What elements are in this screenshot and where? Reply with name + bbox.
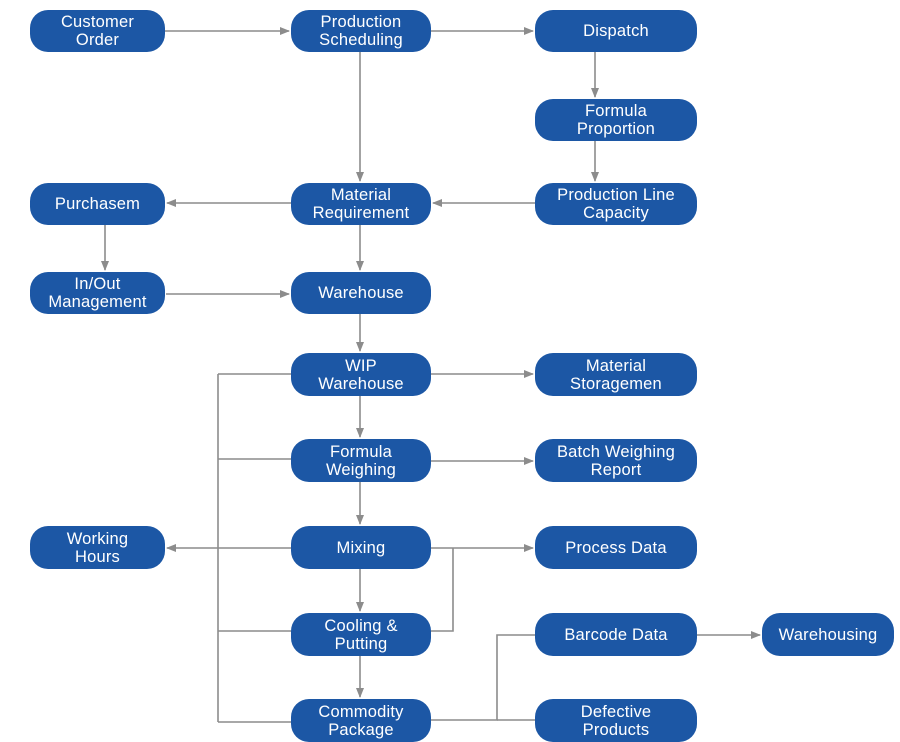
node-purchasem: Purchasem xyxy=(30,183,165,225)
line-cooling-to-process-data xyxy=(431,548,454,632)
node-dispatch: Dispatch xyxy=(535,10,697,52)
line-package-to-barcode xyxy=(431,634,535,721)
node-warehousing: Warehousing xyxy=(762,613,894,656)
node-cooling-putting: Cooling &Putting xyxy=(291,613,431,656)
node-mixing: Mixing xyxy=(291,526,431,569)
node-process-data: Process Data xyxy=(535,526,697,569)
node-warehouse: Warehouse xyxy=(291,272,431,314)
node-barcode-data: Barcode Data xyxy=(535,613,697,656)
